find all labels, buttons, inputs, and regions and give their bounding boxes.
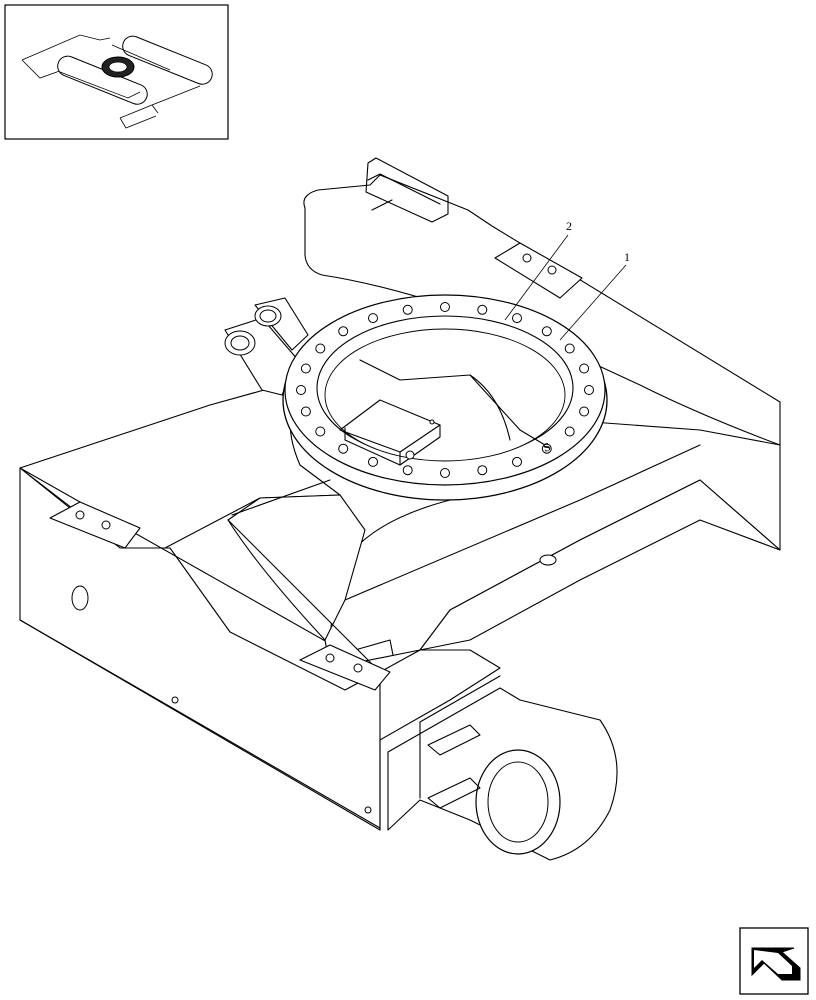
svg-text:2: 2 <box>566 219 572 233</box>
lifting-lugs <box>224 297 309 396</box>
stamp-letter: S <box>541 439 552 455</box>
ring-bolt <box>296 385 306 395</box>
mounting-pad-rear <box>494 242 583 299</box>
rear-lug-plate <box>365 157 449 223</box>
callout-2[interactable]: 2 <box>504 219 572 321</box>
lower-frame-illustration: S <box>19 157 781 861</box>
ring-bolts <box>296 302 594 478</box>
ring-bolt <box>440 302 450 312</box>
page-turn-arrow-icon[interactable] <box>739 927 809 995</box>
ring-bolt <box>338 443 349 454</box>
ring-bolt <box>402 304 413 315</box>
ring-bolt <box>477 465 488 476</box>
ring-bolt <box>338 326 349 337</box>
ring-bolt <box>315 343 326 354</box>
ring-bolt <box>477 304 488 315</box>
ring-bolt <box>315 426 326 437</box>
ring-bolt <box>579 406 590 417</box>
svg-text:1: 1 <box>624 250 630 264</box>
ring-bolt <box>541 326 552 337</box>
ring-bolt <box>579 363 590 374</box>
ring-bolt <box>512 456 522 467</box>
ring-bolt <box>368 456 378 467</box>
ring-bolt <box>541 443 552 454</box>
ring-bolt <box>300 363 311 374</box>
undercarriage-locator-thumbnail[interactable] <box>4 4 229 140</box>
ring-bolt <box>564 343 575 354</box>
slewing-ring <box>282 294 608 501</box>
callout-1[interactable]: 1 <box>559 250 630 341</box>
rear-track-frame-beam <box>303 174 781 446</box>
ring-bolt <box>564 426 575 437</box>
ring-bolt <box>300 406 311 417</box>
center-body <box>227 479 781 673</box>
ring-bolt <box>512 313 522 324</box>
ring-bolt <box>368 313 378 324</box>
mounting-pad-front <box>299 644 391 691</box>
mounting-pad-left <box>49 501 141 549</box>
ring-bolt <box>440 468 450 478</box>
ring-bolt <box>584 385 594 395</box>
ring-bolt <box>402 465 413 476</box>
